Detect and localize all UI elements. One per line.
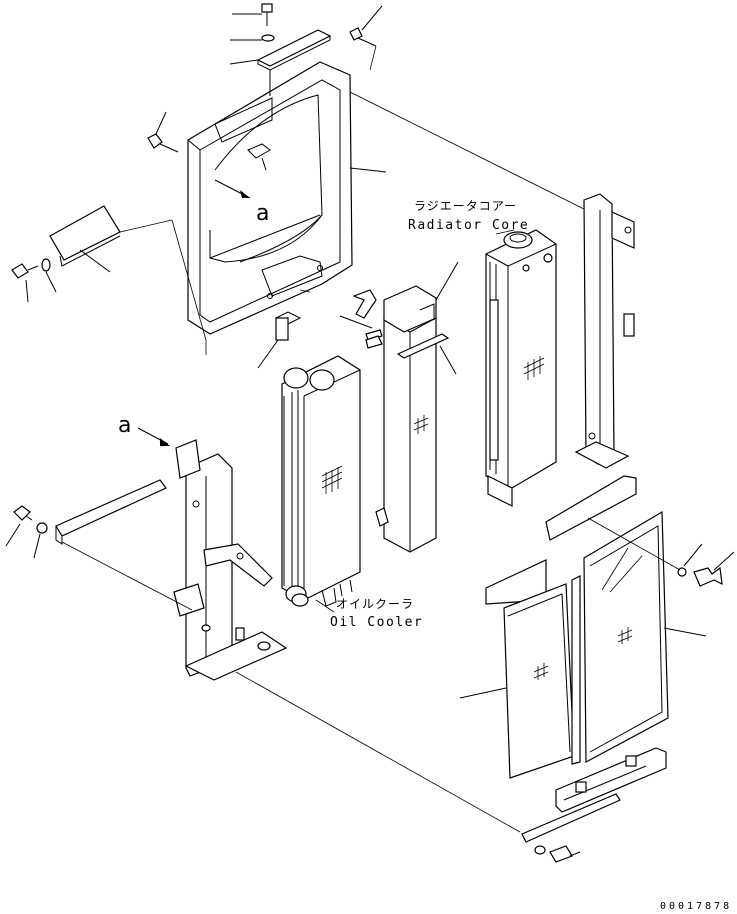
left-screen-mesh bbox=[533, 663, 549, 680]
bolt-bracket-left bbox=[5, 505, 48, 559]
view-arrow-side: a bbox=[118, 413, 170, 446]
guard-plate-left bbox=[49, 205, 207, 355]
view-ref-label-side: a bbox=[118, 413, 131, 438]
oil-cooler-jp-label: オイルクーラ bbox=[336, 597, 414, 611]
right-screen bbox=[583, 510, 669, 763]
drawing-number: 00017878 bbox=[660, 901, 732, 912]
top-frame-bar bbox=[485, 475, 637, 605]
washer-top bbox=[229, 34, 275, 65]
left-side-plate bbox=[173, 439, 288, 681]
oil-cooler bbox=[281, 355, 361, 607]
wing-bolt-right bbox=[677, 543, 735, 587]
middle-core-mesh bbox=[413, 415, 429, 434]
radiator-core-mesh bbox=[523, 356, 545, 380]
middle-core bbox=[375, 285, 450, 553]
bolt-left bbox=[147, 111, 179, 153]
seal-block bbox=[275, 317, 289, 341]
bolt-bottom bbox=[534, 845, 581, 863]
view-ref-label-top: a bbox=[256, 201, 269, 226]
left-screen bbox=[503, 575, 581, 779]
right-bracket bbox=[574, 193, 635, 469]
view-arrow-top: a bbox=[214, 179, 269, 226]
fan-shroud bbox=[187, 61, 353, 335]
bolt-guard bbox=[11, 258, 57, 303]
bottom-frame-bar bbox=[555, 747, 667, 813]
radiator-core-jp-label: ラジエータコアー bbox=[414, 199, 517, 213]
oil-cooler-en-label: Oil Cooler bbox=[330, 615, 423, 630]
bottom-long-bar bbox=[521, 793, 621, 843]
bolt-top-right bbox=[349, 5, 383, 71]
radiator-core-en-label: Radiator Core bbox=[408, 218, 529, 233]
bolt-top bbox=[232, 3, 273, 26]
radiator-core bbox=[485, 229, 557, 507]
left-bar-bracket bbox=[55, 479, 167, 545]
hose-elbow bbox=[339, 289, 383, 349]
oil-cooler-mesh bbox=[321, 465, 343, 494]
right-screen-mesh bbox=[617, 627, 633, 644]
